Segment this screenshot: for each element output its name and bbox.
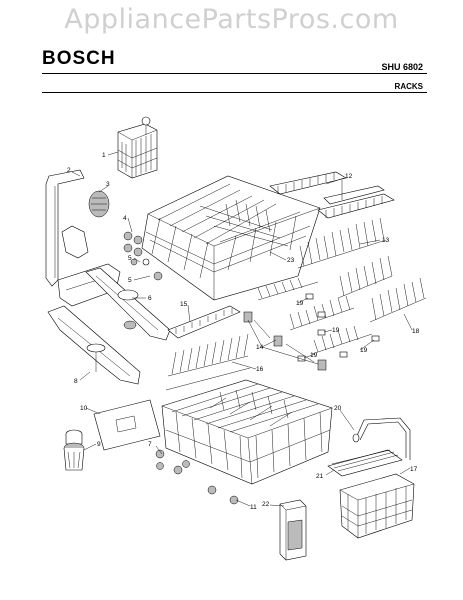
- callout-2: 2: [67, 167, 71, 174]
- header-rule-bottom: [42, 92, 427, 93]
- part-cup-shelves: [269, 171, 395, 219]
- brand-logo: BOSCH: [42, 48, 116, 69]
- callout-5a: 5: [128, 255, 132, 262]
- part-cutlery-basket-large: [339, 473, 415, 539]
- leader-lines: [71, 151, 413, 507]
- part-spray-pipe: [45, 169, 85, 287]
- callout-3: 3: [106, 181, 110, 188]
- part-rack-rollers-lower: [155, 449, 239, 505]
- callout-19a: 19: [296, 300, 304, 307]
- callout-13: 13: [382, 237, 390, 244]
- callout-1: 1: [102, 152, 106, 159]
- callout-12: 12: [345, 173, 353, 180]
- callout-23: 23: [287, 257, 295, 264]
- callout-20: 20: [334, 405, 342, 412]
- callout-labels: 1 2 3 4 5 5 6 8 9 10 7 11 12 13 14 15 16…: [67, 152, 420, 511]
- part-small-tray: [167, 305, 241, 339]
- part-upper-rack: [141, 175, 321, 301]
- callout-11: 11: [250, 504, 257, 511]
- callout-10: 10: [80, 405, 88, 412]
- part-ball: [88, 190, 110, 218]
- callout-21: 21: [316, 473, 324, 480]
- callout-15: 15: [180, 301, 188, 308]
- callout-19b: 19: [332, 327, 340, 334]
- part-filter-plate: [93, 399, 161, 451]
- part-upper-spray-arm: [85, 267, 171, 341]
- part-fold-tines: [165, 333, 251, 391]
- part-lower-rack: [161, 379, 333, 485]
- callout-18: 18: [412, 328, 420, 335]
- callout-6: 6: [148, 295, 152, 302]
- part-hinges: [243, 311, 327, 371]
- callout-8: 8: [74, 378, 78, 385]
- callout-16: 16: [256, 366, 264, 373]
- part-small-container: [279, 499, 307, 561]
- callout-5b: 5: [128, 277, 132, 284]
- part-lower-spray-arm: [47, 305, 141, 385]
- header-rule-top: [42, 73, 427, 74]
- callout-14: 14: [256, 344, 264, 351]
- part-tine-row-middle: [289, 295, 373, 355]
- callout-17: 17: [410, 466, 418, 473]
- part-tine-rows: [257, 217, 393, 301]
- part-rack-rollers-upper: [123, 231, 163, 281]
- callout-19c: 19: [310, 352, 318, 359]
- part-basket-lid: [327, 449, 403, 477]
- part-cutlery-basket-small: [117, 116, 158, 179]
- model-number: SHU 6802: [381, 62, 423, 72]
- callout-4: 4: [123, 215, 127, 222]
- part-cylinder-filter: [63, 429, 85, 471]
- callout-7: 7: [148, 441, 152, 448]
- part-clips: [297, 293, 380, 362]
- callout-19d: 19: [360, 347, 368, 354]
- part-rack-handle: [352, 417, 411, 460]
- part-tine-row-right: [369, 277, 427, 323]
- callout-9: 9: [97, 441, 101, 448]
- section-title: RACKS: [394, 82, 423, 91]
- watermark: AppliancePartsPros.com: [64, 4, 399, 35]
- callout-22: 22: [262, 501, 270, 508]
